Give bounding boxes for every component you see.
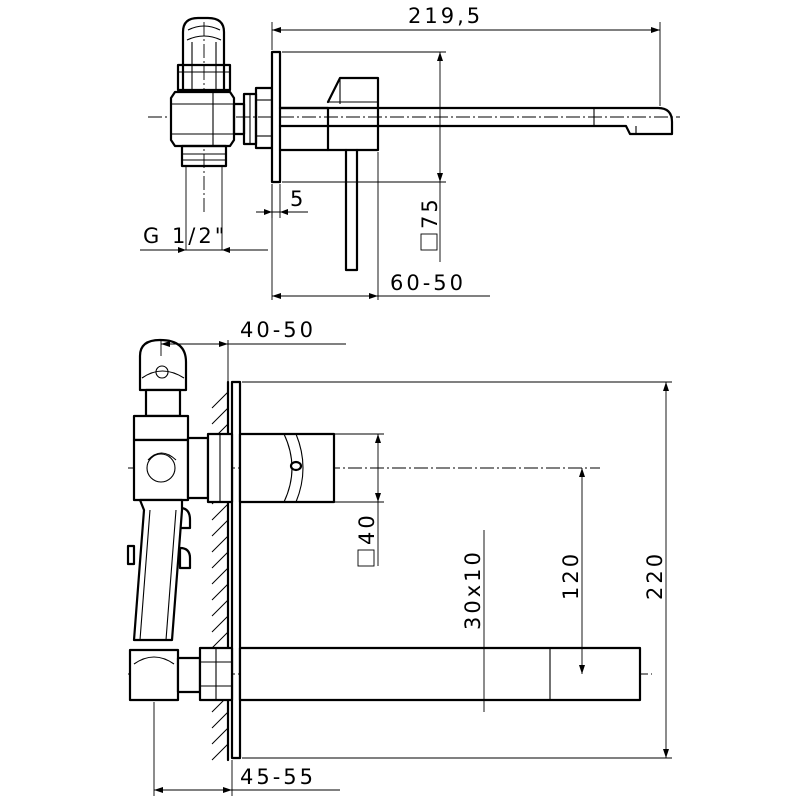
dim-plate-height: 220: [242, 381, 672, 759]
dim-wall-depth-bottom-label: 45-55: [240, 765, 316, 789]
dim-recess-depth-label: 40-50: [240, 318, 316, 342]
dim-body-square-label: 40: [355, 512, 379, 545]
spout-top: [278, 106, 674, 136]
dim-plate-thickness: 5: [256, 184, 308, 218]
dim-plate-height-label: 220: [643, 551, 667, 600]
front-view: 40-50 40 30x10 120 220: [126, 318, 672, 796]
mixer-body: [278, 76, 380, 152]
connector-nuts: [232, 86, 274, 150]
mixer-body-front: [238, 432, 336, 504]
dim-spout-section: 30x10: [461, 530, 485, 712]
dim-plate-square-label: 75: [418, 196, 442, 229]
dim-total-length: 219,5: [271, 4, 661, 106]
dim-wall-depth-top: 60-50: [271, 152, 490, 300]
dim-thread: G 1/2": [140, 224, 268, 253]
dim-plate-square: 75: [282, 51, 446, 262]
dim-plate-thickness-label: 5: [290, 187, 306, 211]
thread-connector: [180, 144, 228, 250]
square-symbol-icon: [420, 233, 438, 251]
concealed-valve: [126, 338, 234, 702]
dim-wall-depth-bottom: 45-55: [153, 702, 340, 796]
valve-body: [169, 90, 236, 148]
square-symbol-icon-2: [357, 549, 375, 567]
dim-thread-label: G 1/2": [143, 224, 227, 248]
top-view: 219,5 75 5 G 1/2": [140, 4, 680, 300]
inlet-elbow: [176, 16, 232, 94]
dim-axis-distance: 120: [559, 468, 585, 674]
spout-front: [238, 646, 642, 702]
front-wall-plate: [230, 380, 242, 760]
dim-spout-section-label: 30x10: [461, 549, 485, 630]
dim-recess-depth: 40-50: [160, 318, 346, 384]
dim-body-square: 40: [334, 433, 384, 567]
dim-wall-depth-top-label: 60-50: [390, 271, 466, 295]
wall-plate: [270, 50, 282, 184]
lever: [344, 148, 359, 272]
dim-axis-distance-label: 120: [559, 551, 583, 600]
dim-total-length-label: 219,5: [408, 4, 483, 28]
lever-pivot-icon: [289, 460, 303, 472]
